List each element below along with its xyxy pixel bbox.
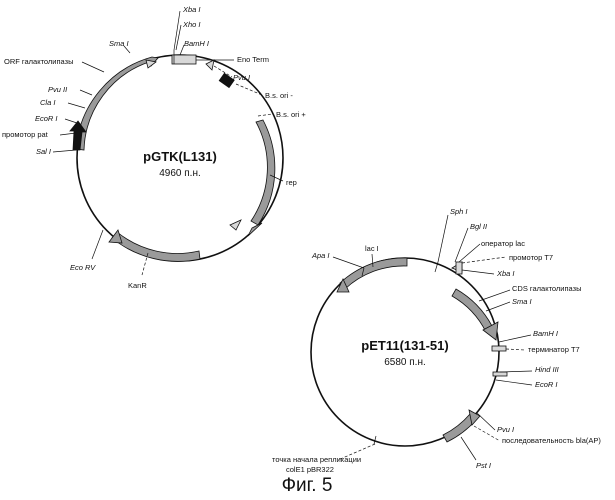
- bgl-site-label: Bgl II: [470, 222, 487, 231]
- small-arrow-bottom: [230, 220, 241, 230]
- t7term-leader: [506, 349, 525, 350]
- hind-leader: [500, 371, 532, 372]
- ecor-site-label: EcoR I: [35, 114, 58, 123]
- figure-caption: Фиг. 5: [282, 475, 333, 496]
- bsori-minus-leader: [236, 84, 262, 95]
- plasmid-pgtk: Xba I Xho I BamH I Eno Term Pvu I B.s. o…: [2, 5, 306, 290]
- plasmid-pet11-name: pET11(131-51): [361, 338, 448, 353]
- bs-ori-plus-label: B.s. ori +: [276, 110, 306, 119]
- lacop-leader: [459, 244, 480, 262]
- plasmid-pet11: Sph I Bgl II оператор lac промотор T7 Xb…: [272, 207, 601, 474]
- t7-promoter-label: промотор T7: [509, 253, 553, 262]
- small-arrow-right: [206, 60, 214, 70]
- sph-leader: [438, 215, 448, 262]
- promoter-pat-label: промотор pat: [2, 130, 49, 139]
- sph-site-label: Sph I: [450, 207, 468, 216]
- sma2-leader: [486, 302, 510, 311]
- pst-site-label: Pst I: [476, 461, 491, 470]
- sma-site-label: Sma I: [109, 39, 129, 48]
- xho-leader: [176, 25, 181, 50]
- pvu-leader: [477, 413, 495, 430]
- laci-label: lac I: [365, 244, 379, 253]
- orf-leader: [82, 62, 104, 72]
- orf-galactolipase-label: ORF галактолипазы: [4, 57, 73, 66]
- kanr-arrowhead: [109, 230, 122, 243]
- plasmid-pet11-size: 6580 п.н.: [384, 357, 426, 368]
- pvu-site-label: Pvu I: [497, 425, 514, 434]
- t7prom-leader: [462, 257, 506, 263]
- xho-site-label: Xho I: [182, 20, 201, 29]
- bs-ori-minus-label: B.s. ori -: [265, 91, 293, 100]
- plasmid-pgtk-size: 4960 п.н.: [159, 168, 201, 179]
- ecorv-leader: [92, 230, 103, 259]
- bam2-leader: [499, 335, 531, 342]
- xba-site-label: Xba I: [182, 5, 201, 14]
- laci-gene-arrow: [340, 258, 407, 289]
- sma2-site-label: Sma I: [512, 297, 532, 306]
- cla-site-label: Cla I: [40, 98, 55, 107]
- hind-site-label: Hind III: [535, 365, 559, 374]
- xba2-leader: [462, 270, 494, 274]
- bam2-site-label: BamH I: [533, 329, 558, 338]
- pst-leader: [461, 437, 476, 460]
- hind-block: [493, 372, 507, 376]
- rep-arrowhead: [248, 223, 262, 236]
- cds-galactolipase-arrow: [452, 289, 492, 332]
- bsori-plus-leader: [258, 114, 272, 116]
- t7-terminator-block: [492, 346, 506, 351]
- ecor2-site-label: EcoR I: [535, 380, 558, 389]
- apa-site-label: Apa I: [311, 251, 330, 260]
- ecorv-site-label: Eco RV: [70, 263, 96, 272]
- bam-site-label: BamH I: [184, 39, 209, 48]
- bla-label: последовательность bla(AP): [502, 436, 601, 445]
- rep-label: rep: [286, 178, 297, 187]
- cla-leader: [68, 103, 85, 108]
- sal-leader: [53, 150, 76, 152]
- ori-label-line1: точка начала репликации: [272, 455, 361, 464]
- pvu2-leader: [80, 90, 92, 95]
- bs-ori-minus-block: [219, 73, 234, 87]
- cds-leader: [479, 290, 510, 301]
- t7-promoter-block: [456, 262, 462, 274]
- kanr-gene-arrow: [112, 232, 200, 261]
- lac-operator-label: оператор lac: [481, 239, 525, 248]
- ori-label-line2: colE1 pBR322: [286, 465, 334, 474]
- xba2-site-label: Xba I: [496, 269, 515, 278]
- eno-term-block: [172, 55, 196, 64]
- apa-leader: [333, 257, 364, 268]
- kanr-label: KanR: [128, 281, 147, 290]
- rep-gene-arrow: [251, 120, 275, 225]
- ecor2-leader: [496, 380, 532, 385]
- orf-galactolipase-arrow: [76, 57, 158, 150]
- plasmid-pgtk-name: pGTK(L131): [143, 149, 217, 164]
- eno-term-label: Eno Term: [237, 55, 269, 64]
- cds-galactolipase-label: CDS галактолипазы: [512, 284, 581, 293]
- sal-site-label: Sal I: [36, 147, 51, 156]
- bgl-leader: [455, 228, 468, 262]
- pvu-right-label: Pvu I: [233, 73, 250, 82]
- pvu2-site-label: Pvu II: [48, 85, 67, 94]
- t7-terminator-label: терминатор T7: [528, 345, 580, 354]
